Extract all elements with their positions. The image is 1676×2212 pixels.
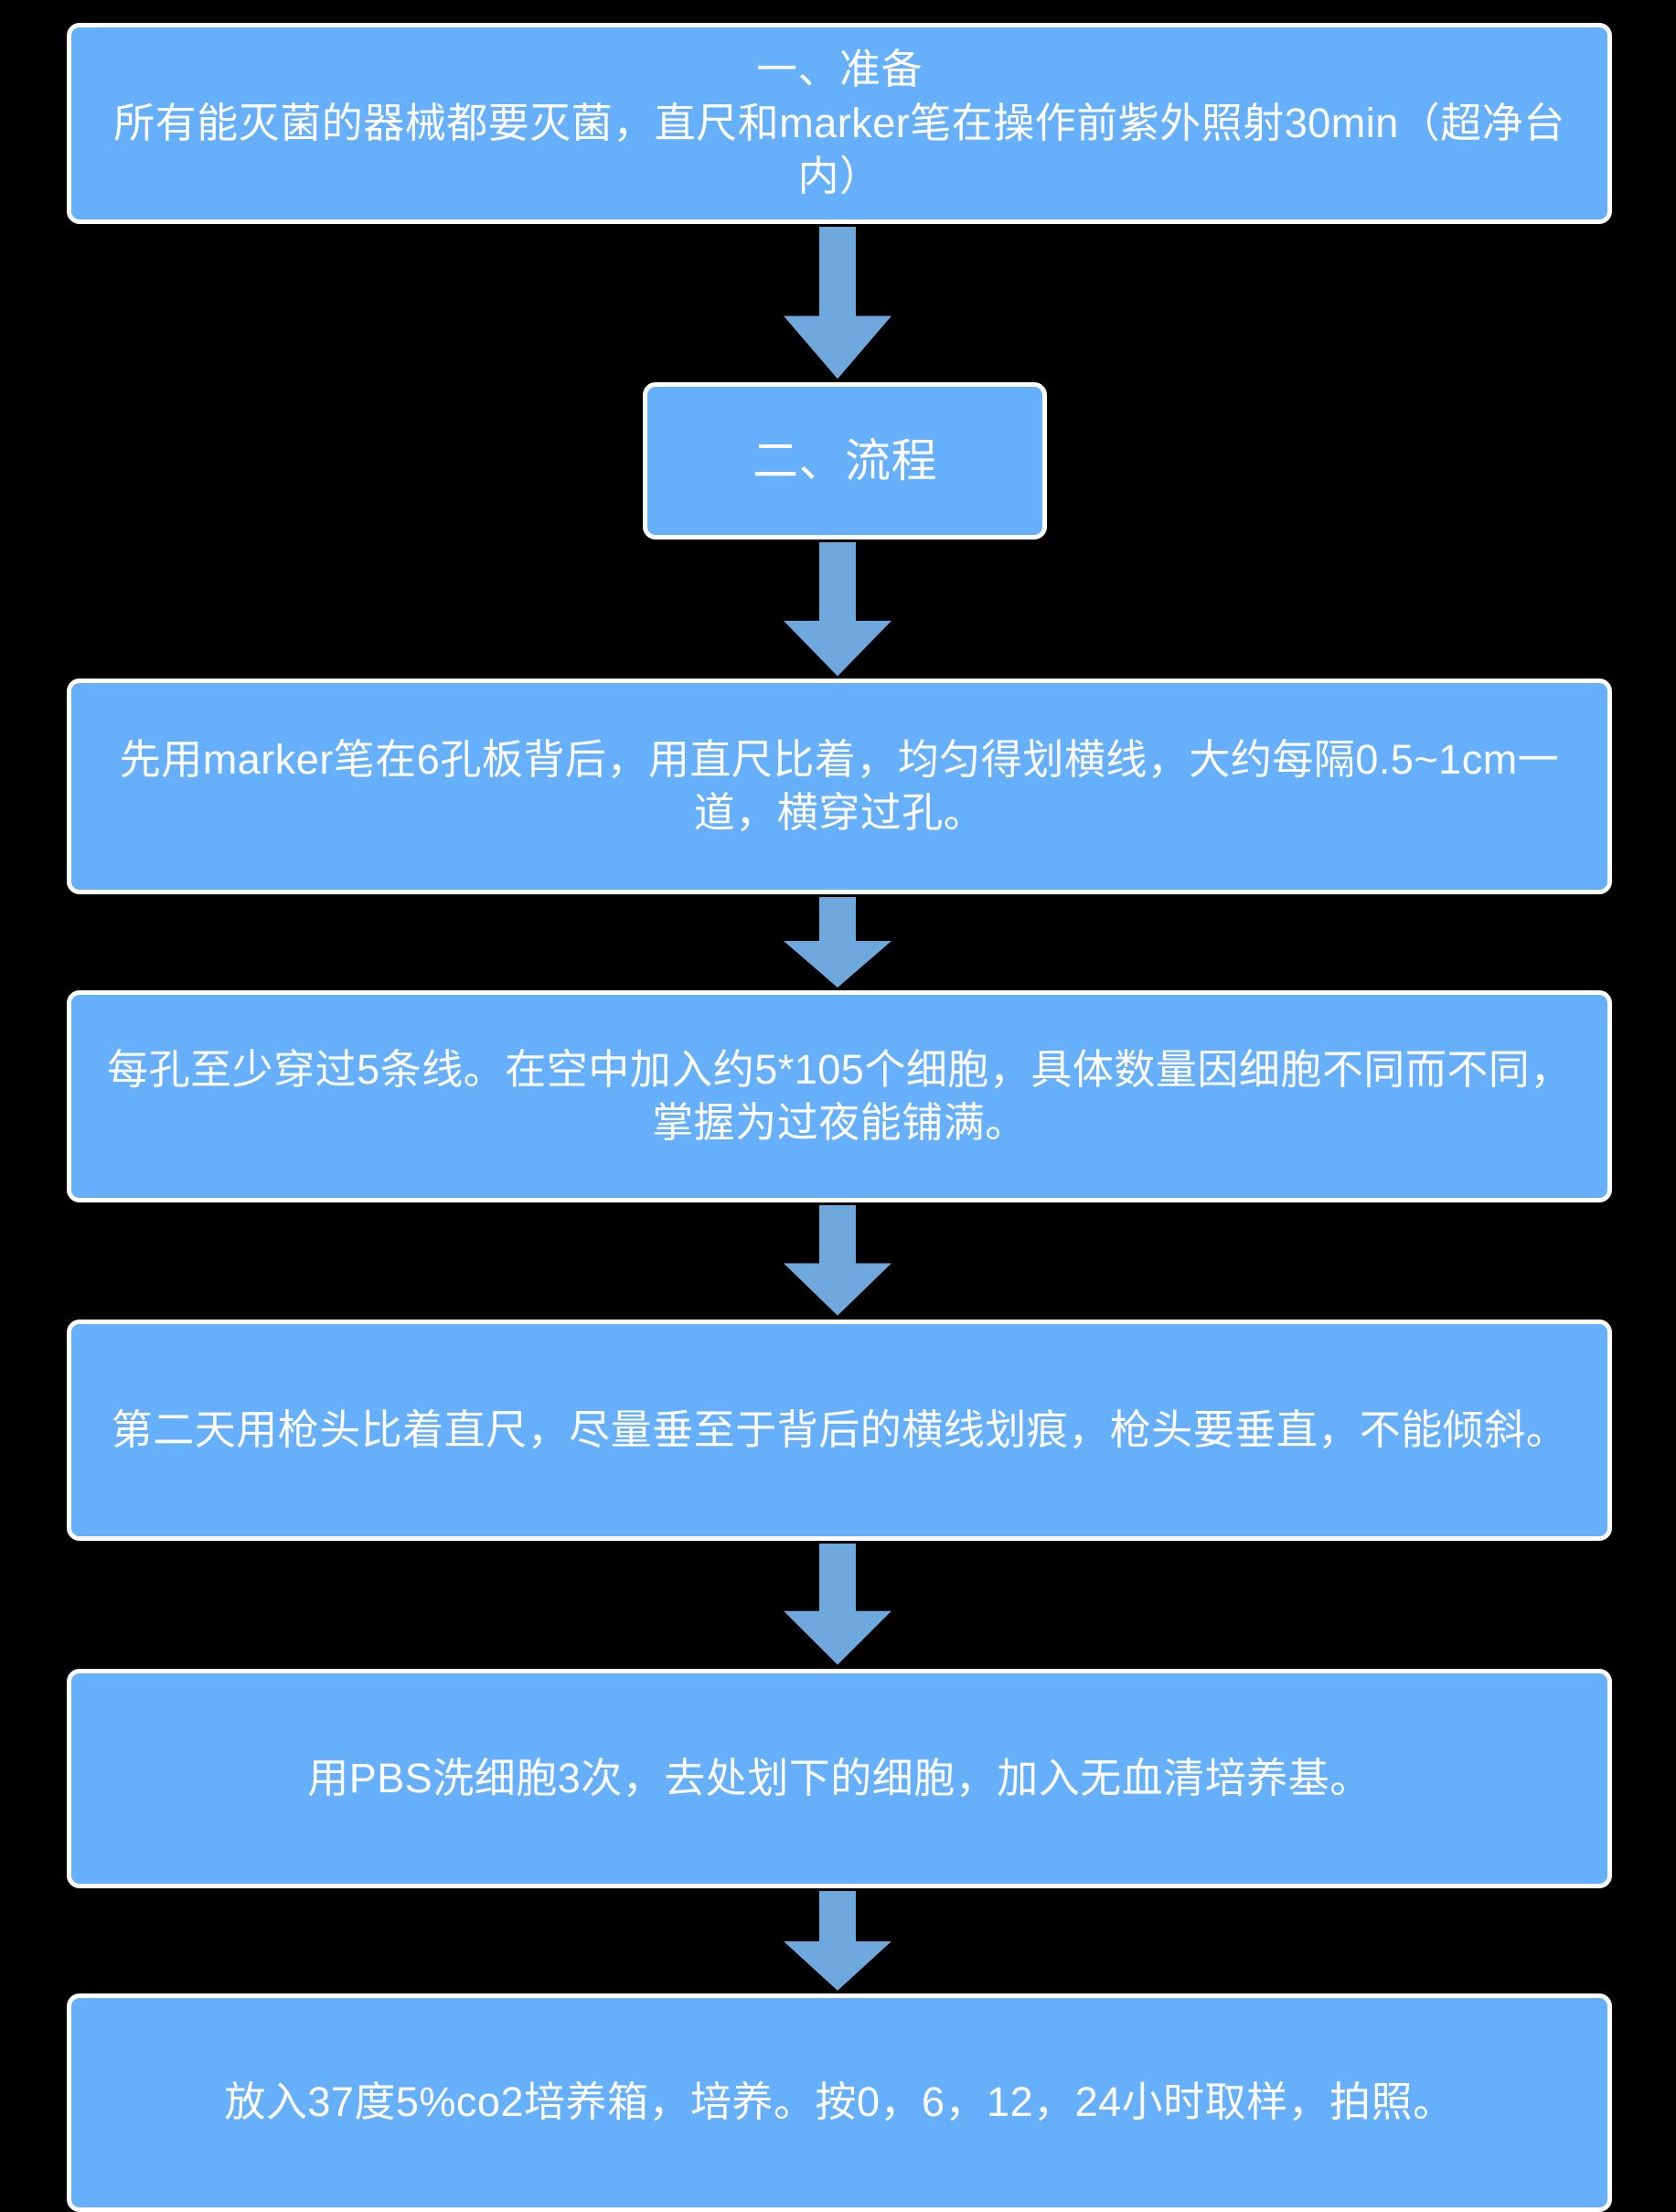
flow-arrow-down-1 xyxy=(781,227,894,380)
flow-node-marker-lines-label: 先用marker笔在6孔板背后，用直尺比着，均匀得划横线，大约每隔0.5~1cm… xyxy=(119,735,1560,837)
flow-node-pbs-wash-label: 用PBS洗细胞3次，去处划下的细胞，加入无血清培养基。 xyxy=(307,1754,1372,1801)
flow-arrow-down-2 xyxy=(781,542,894,678)
flow-node-marker-lines[interactable]: 先用marker笔在6孔板背后，用直尺比着，均匀得划横线，大约每隔0.5~1cm… xyxy=(67,679,1612,894)
flow-node-incubate[interactable]: 放入37度5%co2培养箱，培养。按0，6，12，24小时取样，拍照。 xyxy=(67,1993,1612,2212)
flow-arrow-down-5 xyxy=(781,1544,894,1666)
flow-node-pbs-wash[interactable]: 用PBS洗细胞3次，去处划下的细胞，加入无血清培养基。 xyxy=(67,1669,1612,1888)
flow-arrow-down-3 xyxy=(781,897,894,988)
flow-node-scratch[interactable]: 第二天用枪头比着直尺，尽量垂至于背后的横线划痕，枪头要垂直，不能倾斜。 xyxy=(67,1320,1612,1541)
flow-node-seed-cells[interactable]: 每孔至少穿过5条线。在空中加入约5*105个细胞，具体数量因细胞不同而不同，掌握… xyxy=(67,990,1612,1202)
flow-node-seed-cells-label: 每孔至少穿过5条线。在空中加入约5*105个细胞，具体数量因细胞不同而不同，掌握… xyxy=(107,1045,1572,1147)
flow-node-process[interactable]: 二、流程 xyxy=(643,382,1047,540)
flow-node-process-label: 二、流程 xyxy=(753,434,937,486)
flow-arrow-down-6 xyxy=(781,1891,894,1992)
flow-node-prepare[interactable]: 一、准备 所有能灭菌的器械都要灭菌，直尺和marker笔在操作前紫外照射30mi… xyxy=(67,23,1612,224)
flow-arrow-down-4 xyxy=(781,1205,894,1317)
flow-node-prepare-label: 一、准备 所有能灭菌的器械都要灭菌，直尺和marker笔在操作前紫外照射30mi… xyxy=(113,46,1565,200)
flow-node-incubate-label: 放入37度5%co2培养箱，培养。按0，6，12，24小时取样，拍照。 xyxy=(224,2078,1455,2126)
flow-node-scratch-label: 第二天用枪头比着直尺，尽量垂至于背后的横线划痕，枪头要垂直，不能倾斜。 xyxy=(111,1405,1568,1453)
